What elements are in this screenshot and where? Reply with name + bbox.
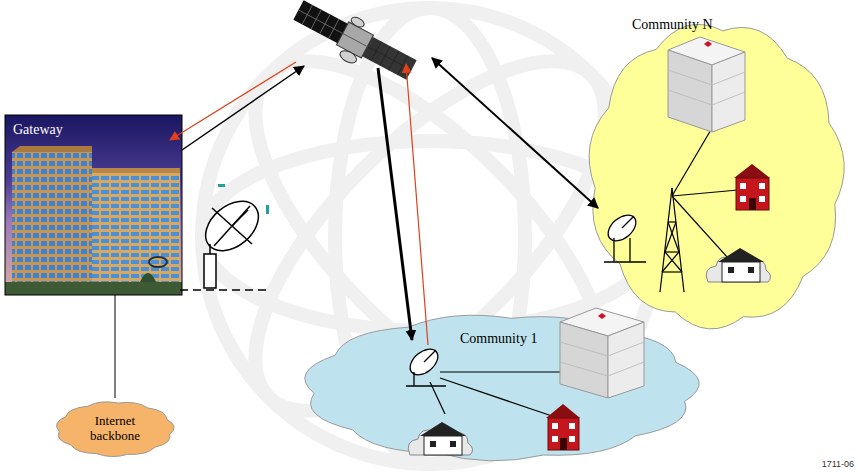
node-label: Community 1 (460, 331, 537, 347)
community-cloud: Community 1 (283, 305, 719, 470)
link-line (115, 295, 116, 398)
node-label: Gateway (13, 122, 63, 138)
community-cloud: Community N (575, 3, 857, 348)
gateway-dish (180, 191, 270, 290)
figure-number: 1711-06 (822, 459, 854, 469)
cloud-outline (283, 305, 719, 470)
gateway-building (5, 115, 182, 295)
node-label: Internet backbone (79, 414, 151, 444)
gateway-box: Gateway (5, 115, 182, 295)
backbone-cloud: Internet backbone (50, 398, 180, 460)
satellite (288, 0, 422, 90)
node-label: Community N (632, 17, 713, 33)
satellite-links (170, 58, 598, 345)
cloud-outline (575, 3, 857, 348)
